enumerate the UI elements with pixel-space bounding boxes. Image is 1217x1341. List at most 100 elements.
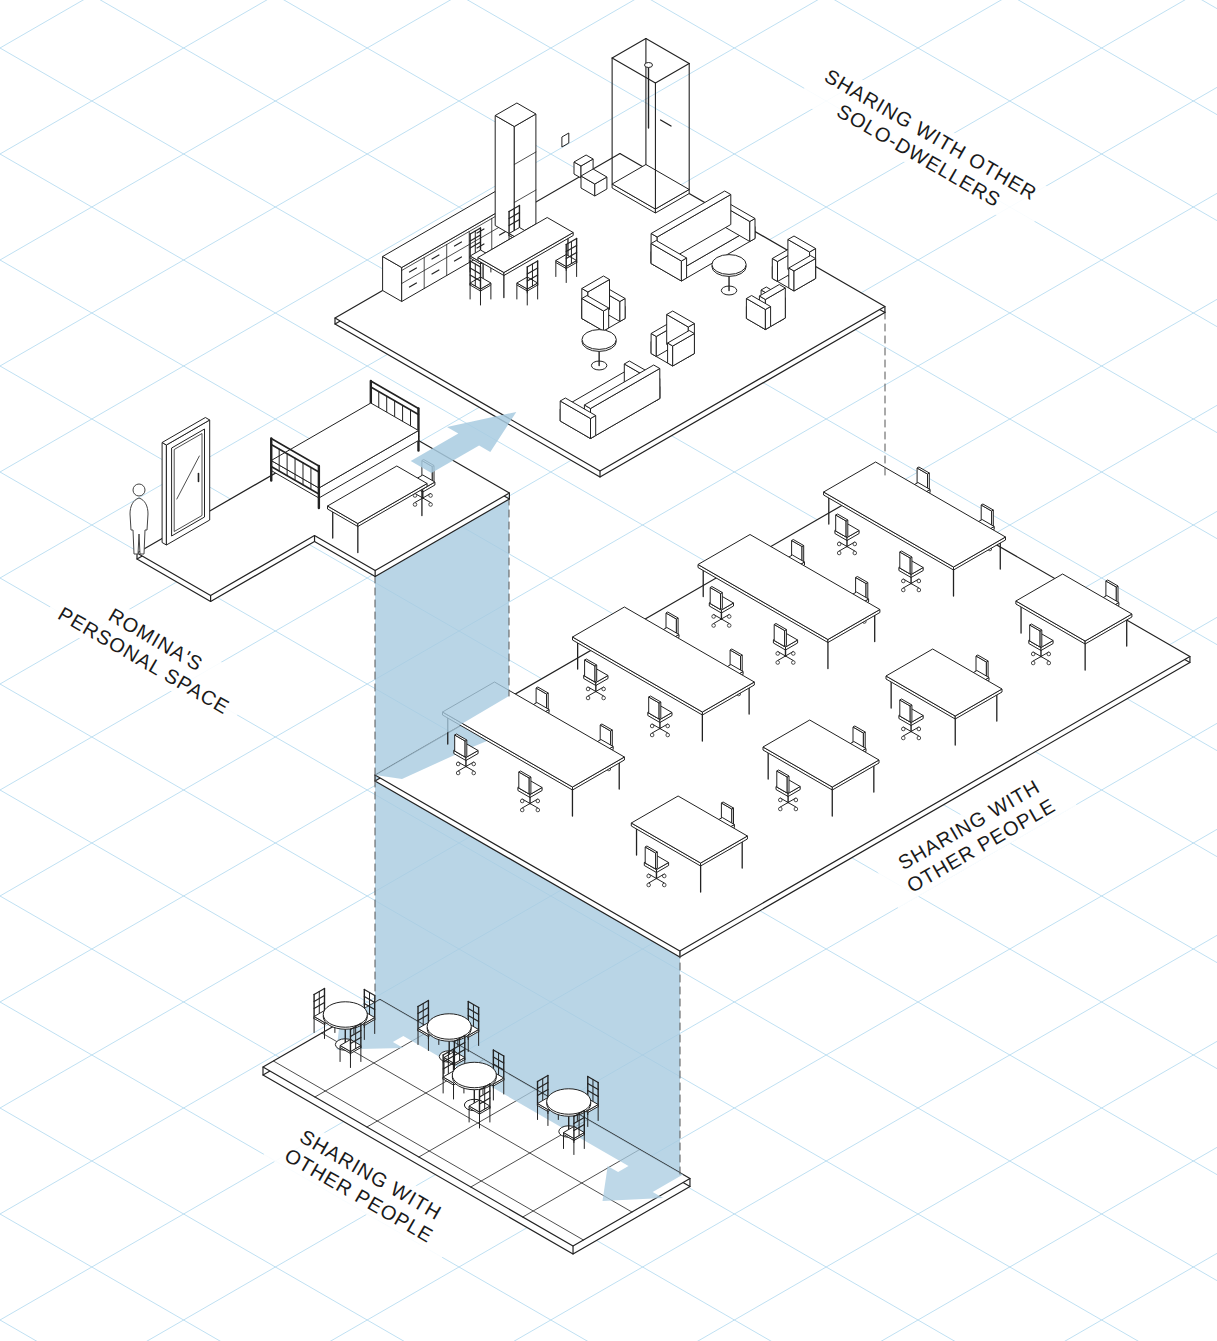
- bed-slat: [302, 463, 303, 485]
- chair-post: [597, 1083, 598, 1107]
- wooden-chair: [556, 239, 577, 283]
- table-leg: [874, 613, 875, 642]
- chair-base: [778, 656, 786, 661]
- table: [328, 466, 428, 553]
- chair-back: [777, 770, 789, 793]
- armchair-arm-face: [604, 308, 609, 331]
- chair-base: [788, 803, 796, 808]
- chair-back-top: [836, 514, 848, 521]
- cabinet-handle: [455, 257, 462, 261]
- chair-leg: [563, 1135, 564, 1149]
- chair-back: [900, 699, 912, 722]
- chair-back-face: [721, 593, 723, 610]
- personal-space-slab-edge: [375, 571, 376, 577]
- chair-back-face: [846, 520, 848, 537]
- wooden-chair: [517, 261, 538, 305]
- chair-base: [911, 584, 919, 589]
- dashed-guide: [509, 498, 510, 696]
- chair-base: [903, 732, 911, 737]
- sofa-arm-top: [651, 241, 687, 262]
- chair-back: [649, 696, 661, 719]
- chair-back-top: [777, 770, 789, 777]
- chair-base: [839, 547, 847, 552]
- chair-back-face: [1040, 630, 1042, 647]
- chair-back-top: [976, 655, 988, 662]
- chair-caster: [794, 807, 798, 811]
- chair-caster: [472, 771, 476, 775]
- chair-back-top: [645, 846, 657, 853]
- dashed-guide: [885, 312, 886, 475]
- chair-slat: [423, 1004, 424, 1026]
- cabinet-handle: [409, 268, 416, 272]
- chair-slat: [355, 1027, 356, 1049]
- office-chair: [899, 699, 923, 740]
- chair-leg: [537, 285, 538, 299]
- chair-base: [714, 619, 722, 624]
- toilet-bowl: [581, 169, 607, 196]
- chair-caster: [520, 799, 524, 803]
- table: [478, 218, 573, 298]
- table-top-top: [478, 218, 573, 273]
- table: [824, 462, 1006, 596]
- chair-leg: [584, 1135, 585, 1149]
- table: [763, 720, 879, 816]
- office-chair: [648, 696, 672, 737]
- chair-caster: [794, 798, 798, 802]
- shower-tray: [612, 165, 689, 214]
- table-top-top: [698, 535, 880, 640]
- bed-slat: [310, 467, 311, 489]
- chair-post: [417, 1007, 418, 1031]
- chair-post: [566, 245, 567, 269]
- table-leg: [955, 716, 956, 745]
- armchair-arm: [746, 296, 770, 330]
- chair-slat: [579, 1114, 580, 1136]
- office-chair: [518, 771, 542, 812]
- sofa-back-top: [584, 365, 659, 409]
- chair-leg: [418, 1031, 419, 1045]
- wooden-chair: [564, 1111, 585, 1155]
- chair-caster: [647, 883, 651, 887]
- person-head: [133, 484, 145, 496]
- door: [162, 418, 210, 546]
- chair-post: [469, 261, 470, 285]
- tall-cabinet-face: [495, 116, 514, 237]
- chair-caster: [727, 615, 731, 619]
- chair-back: [455, 734, 467, 757]
- chair-base: [466, 767, 474, 772]
- table-leg: [577, 640, 578, 669]
- flush-plate: [562, 133, 569, 147]
- chair-base: [596, 692, 604, 697]
- chair-post: [360, 1024, 361, 1048]
- chair-caster: [778, 798, 782, 802]
- chair-back-top: [917, 467, 929, 474]
- dashed-guide: [375, 576, 376, 1000]
- work-floor-slab: [375, 481, 1190, 958]
- chair-slat: [459, 1039, 460, 1061]
- chair-slat: [498, 1053, 499, 1075]
- chair-post: [573, 1117, 574, 1141]
- armchair-arm-face: [789, 268, 794, 291]
- chair-leg: [537, 1106, 538, 1120]
- chair-caster: [429, 494, 433, 498]
- table-top-top: [328, 466, 428, 524]
- chair-caster: [666, 733, 670, 737]
- wooden-chair: [469, 1084, 490, 1128]
- door-opening: [172, 429, 205, 536]
- chair-back: [527, 261, 537, 291]
- chair-base: [660, 729, 668, 734]
- toilet-tank-top: [574, 155, 593, 166]
- chair-back: [566, 239, 576, 269]
- chair-back-face: [732, 808, 734, 825]
- chair-slat: [571, 242, 572, 264]
- chair-slat: [514, 209, 515, 231]
- chair-back-top: [600, 724, 612, 731]
- chair-post: [519, 206, 520, 230]
- chair-back: [480, 1084, 490, 1114]
- chair-slat: [542, 1079, 543, 1101]
- chair-back-face: [465, 740, 467, 757]
- cabinet-division: [514, 190, 536, 203]
- chair-back: [645, 846, 657, 869]
- chair-post: [479, 1090, 480, 1114]
- chair-leg: [340, 1048, 341, 1062]
